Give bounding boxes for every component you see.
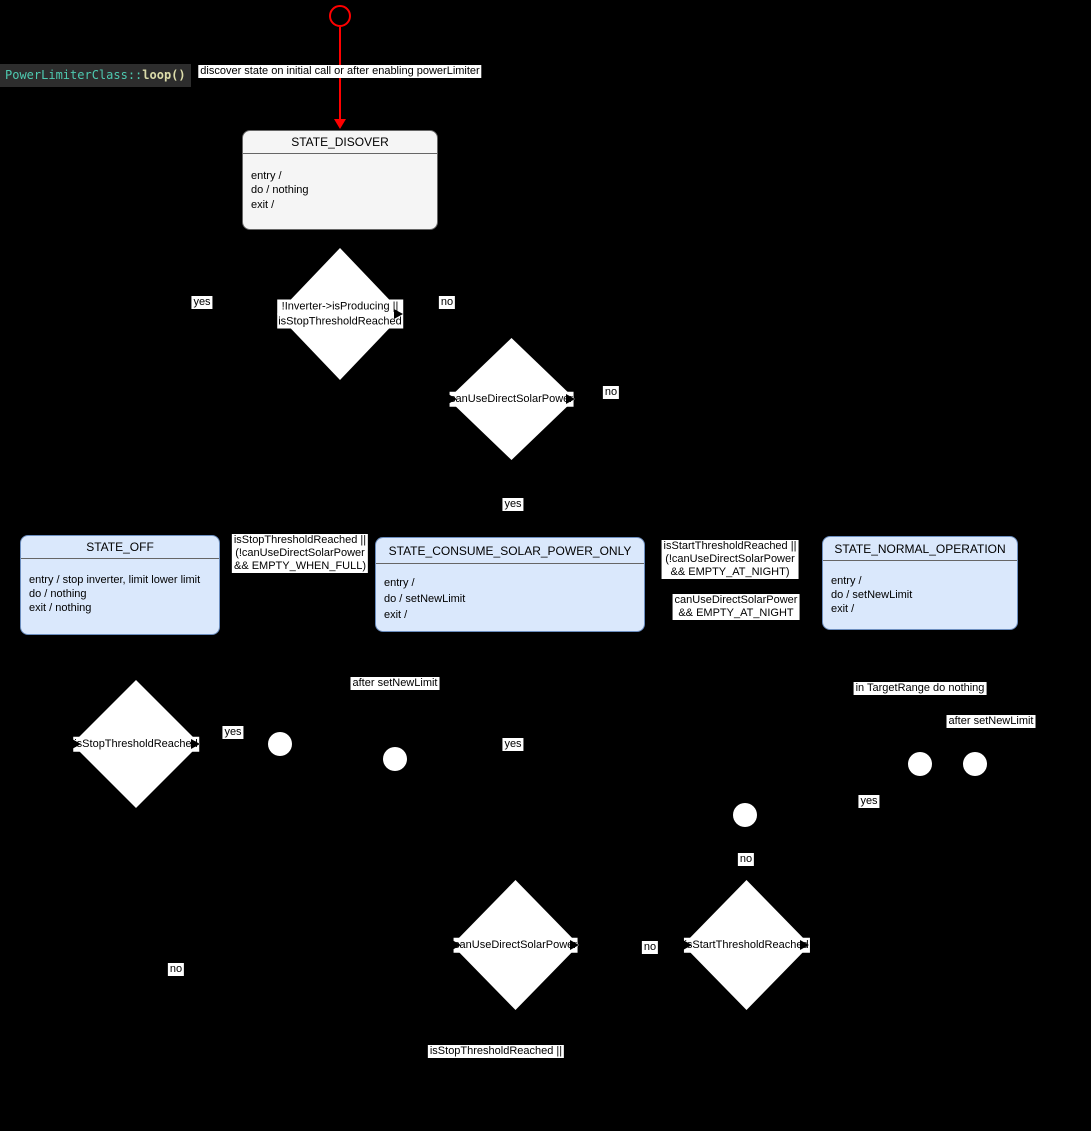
- code-class-name: PowerLimiterClass::: [5, 68, 143, 82]
- state-action: do / nothing: [251, 184, 309, 197]
- code-context-label: PowerLimiterClass::loop(): [0, 64, 191, 87]
- initial-transition-note: discover state on initial call or after …: [198, 65, 482, 78]
- decision-condition: canUseDirectSolarPower: [453, 937, 578, 953]
- state-box-normal-operation: STATE_NORMAL_OPERATION entry / do / setN…: [822, 536, 1018, 630]
- state-action: exit /: [384, 608, 408, 621]
- edge-arrowhead-icon: [448, 394, 457, 404]
- state-action: do / setNewLimit: [384, 592, 466, 605]
- decision-start-threshold-reached: isStartThresholdReached: [683, 880, 810, 1010]
- branch-label-no: no: [602, 386, 620, 399]
- state-action: exit /: [831, 603, 855, 616]
- decision-can-use-direct-solar-power: canUseDirectSolarPower: [448, 338, 575, 460]
- junction-node: [908, 752, 932, 776]
- branch-label-no: no: [438, 296, 456, 309]
- state-title: STATE_OFF: [21, 536, 219, 559]
- state-action: entry /: [384, 577, 415, 589]
- state-box-off: STATE_OFF entry / stop inverter, limit l…: [20, 535, 220, 635]
- state-box-consume-solar-power-only: STATE_CONSUME_SOLAR_POWER_ONLY entry / d…: [375, 537, 645, 632]
- junction-node: [383, 747, 407, 771]
- initial-transition-arrowhead-icon: [334, 119, 346, 129]
- decision-can-use-direct-solar-power-bottom: canUseDirectSolarPower: [452, 880, 579, 1010]
- edge-arrowhead-icon: [570, 940, 579, 950]
- decision-condition: !Inverter->isProducing || isStopThreshol…: [277, 299, 403, 329]
- state-action: do / nothing: [29, 588, 87, 600]
- edge-arrowhead-icon: [72, 739, 81, 749]
- branch-label-yes: yes: [502, 738, 524, 751]
- edge-arrowhead-icon: [452, 940, 461, 950]
- state-action: entry /: [831, 574, 862, 587]
- branch-label-yes: yes: [502, 498, 524, 511]
- decision-inverter-producing: !Inverter->isProducing || isStopThreshol…: [277, 248, 403, 380]
- state-action: exit /: [251, 198, 275, 211]
- branch-label-yes: yes: [222, 726, 244, 739]
- state-title: STATE_NORMAL_OPERATION: [823, 537, 1017, 561]
- branch-label-no: no: [737, 853, 755, 866]
- guard-label-stop-threshold-empty-when-full: isStopThresholdReached || (!canUseDirect…: [231, 534, 369, 573]
- state-action: do / setNewLimit: [831, 588, 913, 601]
- guard-label-can-use-direct-solar-empty-at-night: canUseDirectSolarPower && EMPTY_AT_NIGHT: [672, 594, 800, 620]
- decision-condition: isStartThresholdReached: [683, 937, 810, 953]
- state-title: STATE_CONSUME_SOLAR_POWER_ONLY: [376, 538, 644, 564]
- edge-arrowhead-icon: [394, 309, 403, 319]
- code-method-name: loop(): [142, 68, 186, 82]
- edge-arrowhead-icon: [800, 940, 809, 950]
- decision-condition: isStopThresholdReached: [73, 736, 199, 752]
- state-box-discover: STATE_DISOVER entry / do / nothing exit …: [242, 130, 438, 230]
- guard-label-after-set-new-limit-right: after setNewLimit: [946, 715, 1036, 728]
- initial-state-node: [329, 5, 351, 27]
- edge-arrowhead-icon: [683, 940, 692, 950]
- branch-label-no: no: [167, 963, 185, 976]
- decision-condition: canUseDirectSolarPower: [449, 391, 574, 407]
- guard-label-after-set-new-limit-left: after setNewLimit: [350, 677, 440, 690]
- junction-node: [733, 803, 757, 827]
- guard-label-in-target-range-do-nothing: in TargetRange do nothing: [853, 682, 987, 695]
- state-body: entry / do / nothing exit /: [243, 154, 437, 212]
- state-action: entry /: [251, 170, 282, 182]
- junction-node: [963, 752, 987, 776]
- branch-label-yes: yes: [858, 795, 880, 808]
- junction-node: [268, 732, 292, 756]
- state-body: entry / stop inverter, limit lower limit…: [21, 559, 219, 615]
- state-action: exit / nothing: [29, 602, 92, 614]
- state-action: entry / stop inverter, limit lower limit: [29, 574, 201, 586]
- state-body: entry / do / setNewLimit exit /: [376, 564, 644, 623]
- guard-label-start-threshold-empty-at-night: isStartThresholdReached || (!canUseDirec…: [661, 540, 799, 579]
- edge-arrowhead-icon: [566, 394, 575, 404]
- guard-label-stop-threshold-bottom: isStopThresholdReached ||: [427, 1045, 565, 1058]
- branch-label-yes: yes: [191, 296, 213, 309]
- state-title: STATE_DISOVER: [243, 131, 437, 154]
- branch-label-no: no: [641, 941, 659, 954]
- edge-arrowhead-icon: [191, 739, 200, 749]
- state-body: entry / do / setNewLimit exit /: [823, 561, 1017, 616]
- decision-stop-threshold-reached: isStopThresholdReached: [72, 680, 200, 808]
